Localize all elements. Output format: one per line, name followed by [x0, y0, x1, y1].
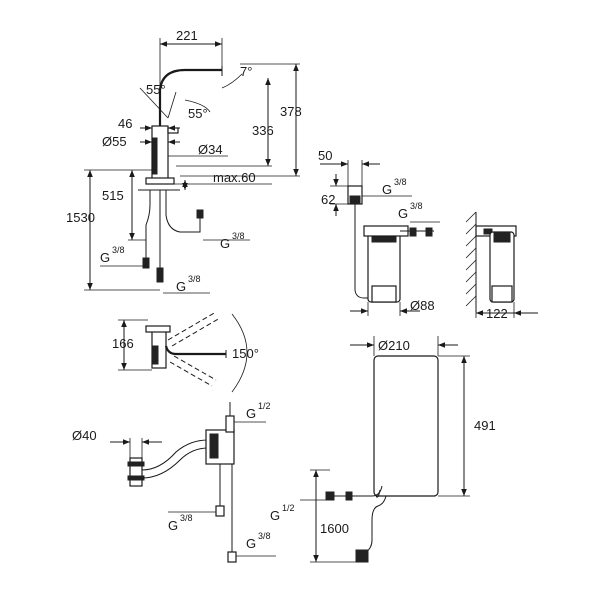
valve-left-tap-ring — [127, 475, 145, 481]
valve-left-tap-ring — [127, 461, 145, 467]
hose-left — [145, 190, 151, 262]
swivel-spout — [164, 345, 226, 356]
spout-outline — [158, 68, 222, 130]
hose-right — [165, 190, 201, 233]
filter-side-cap — [493, 231, 511, 243]
filter-side-bottom — [491, 285, 513, 303]
label-outlet-left-frac: 3/8 — [112, 245, 125, 255]
valve-inlet — [225, 415, 235, 433]
filter-hose — [354, 204, 372, 299]
label-boiler-inlet: G — [270, 508, 280, 523]
label-valve-outlet-a-frac: 3/8 — [180, 513, 193, 523]
valve-hose-bottom — [141, 447, 209, 479]
label-filter-top: G — [382, 182, 392, 197]
label-valve-inlet: G — [246, 406, 256, 421]
hose-center-connector — [156, 267, 164, 283]
label-connection-length: 1530 — [66, 210, 95, 225]
filter-valve-a — [409, 227, 417, 237]
label-cable-length: 1600 — [320, 521, 349, 536]
label-lever-width: 46 — [118, 116, 132, 131]
valve-outlet-pipes — [219, 464, 233, 560]
faucet-body-shade — [152, 137, 158, 175]
label-filter-diameter: Ø88 — [410, 298, 435, 313]
label-lever-angle-b: 55° — [188, 106, 208, 121]
boiler-power-cable — [365, 495, 387, 553]
boiler-inlet-connector — [325, 491, 335, 501]
label-base-diameter: Ø55 — [102, 134, 127, 149]
label-boiler-diameter: Ø210 — [378, 338, 410, 353]
label-valve-outlet-b: G — [246, 536, 256, 551]
label-height-spout: 336 — [252, 123, 274, 138]
lever-angle-guide-a — [139, 87, 169, 119]
label-wall-distance: 122 — [486, 306, 508, 321]
label-valve-inlet-frac: 1/2 — [258, 401, 271, 411]
label-height-total: 378 — [280, 104, 302, 119]
valve-hose-top — [141, 439, 209, 471]
label-max-deck: max.60 — [213, 170, 256, 185]
swivel-body-shade — [151, 345, 159, 365]
wall-hatch — [465, 211, 477, 307]
valve-block-shade — [209, 433, 219, 459]
label-outlet-left: G — [100, 250, 110, 265]
label-head-height: 62 — [321, 192, 335, 207]
boiler-inlet-hose — [330, 485, 383, 497]
label-bottom: G — [176, 279, 186, 294]
swivel-lever — [145, 325, 171, 333]
filter-view: 50 62 G 3/8 G 3/8 Ø88 — [318, 148, 538, 321]
boiler-inlet-nut — [345, 491, 353, 501]
label-head-offset: 50 — [318, 148, 332, 163]
valve-outlet-b — [227, 551, 237, 563]
valve-outlet-a — [215, 505, 225, 517]
label-spout-reach: 221 — [176, 28, 198, 43]
lever-angle-arc — [184, 99, 211, 113]
faucet-lever — [167, 127, 179, 134]
filter-valve-b — [425, 227, 433, 237]
label-filter-top-frac: 3/8 — [394, 177, 407, 187]
label-filter-side-frac: 3/8 — [410, 201, 423, 211]
label-lever-angle-a: 55° — [146, 82, 166, 97]
label-boiler-height: 491 — [474, 418, 496, 433]
label-spout-angle: 7° — [240, 64, 252, 79]
boiler-view: Ø210 491 G 1/2 1600 — [270, 336, 496, 563]
hose-right-connector — [196, 209, 204, 219]
label-outlet-right: G — [220, 236, 230, 251]
swivel-position-lower — [169, 355, 217, 387]
label-outlet-right-frac: 3/8 — [232, 231, 245, 241]
swivel-position-upper — [167, 311, 221, 347]
label-boiler-inlet-frac: 1/2 — [282, 503, 295, 513]
boiler-tank — [373, 355, 439, 497]
label-filter-side: G — [398, 206, 408, 221]
boiler-power-plug — [355, 549, 369, 563]
swivel-view: 166 150° — [112, 311, 259, 393]
filter-head-shade — [349, 195, 361, 205]
valve-view: Ø40 G 1/2 G 3/8 G 3/8 — [72, 401, 276, 563]
label-hole-diameter: Ø34 — [198, 142, 223, 157]
faucet-side-view: 221 7° 55° 55° 378 336 46 Ø55 Ø34 max.60… — [66, 28, 302, 294]
label-valve-outlet-b-frac: 3/8 — [258, 531, 271, 541]
lever-angle-guide-b — [167, 91, 177, 119]
label-hose-diameter: Ø40 — [72, 428, 97, 443]
label-hose-length: 515 — [102, 188, 124, 203]
filter-bottom — [371, 285, 397, 303]
swivel-rotation-arc — [231, 313, 248, 393]
label-swivel-rotation: 150° — [232, 346, 259, 361]
label-swivel-height: 166 — [112, 336, 134, 351]
hose-left-connector — [142, 257, 150, 269]
label-valve-outlet-a: G — [168, 518, 178, 533]
spout-angle-arc — [221, 73, 243, 89]
label-bottom-frac: 3/8 — [188, 274, 201, 284]
faucet-base — [145, 177, 175, 185]
